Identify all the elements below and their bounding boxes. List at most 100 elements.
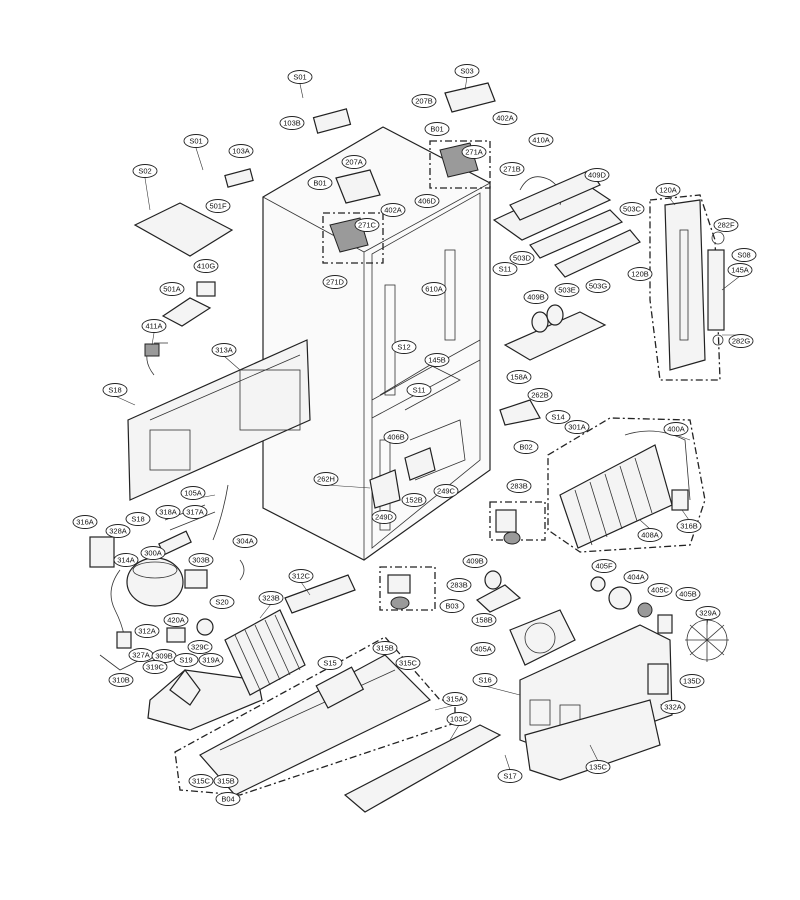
part-label-bubble xyxy=(728,334,754,348)
part-label-text: 135D xyxy=(683,677,702,686)
part-label-bubble xyxy=(182,505,208,519)
part-label-text: 410A xyxy=(532,136,550,145)
part-label: B02 xyxy=(513,440,539,454)
part-label: 262B xyxy=(527,388,553,402)
part-label: 120A xyxy=(655,183,681,197)
part-label-bubble xyxy=(564,420,590,434)
part-label: S02 xyxy=(132,164,158,178)
part-label: 410G xyxy=(193,259,219,273)
part-label-bubble xyxy=(322,275,348,289)
part-label-bubble xyxy=(211,343,237,357)
part-label-text: 406D xyxy=(418,197,437,206)
part-label: 283B xyxy=(446,578,472,592)
part-label: 103B xyxy=(279,116,305,130)
condenser-coil xyxy=(224,574,356,696)
part-label-bubble xyxy=(406,383,432,397)
part-label-text: 503C xyxy=(623,205,642,214)
part-label-text: 310B xyxy=(112,676,130,685)
part-label-bubble xyxy=(372,641,398,655)
part-label-bubble xyxy=(102,383,128,397)
part-label-text: 271C xyxy=(358,221,377,230)
part-label: 135C xyxy=(585,760,611,774)
part-label: 105A xyxy=(180,486,206,500)
part-label: 207A xyxy=(341,155,367,169)
part-label: 400A xyxy=(663,422,689,436)
part-label-bubble xyxy=(499,162,525,176)
part-label: 318A xyxy=(155,505,181,519)
part-label-bubble xyxy=(454,64,480,78)
part-label: 158A xyxy=(506,370,532,384)
part-label: 315B xyxy=(213,774,239,788)
part-label: 317A xyxy=(182,505,208,519)
part-label-bubble xyxy=(679,674,705,688)
part-label-text: 410G xyxy=(197,262,216,271)
part-label: B03 xyxy=(439,599,465,613)
part-label-text: S08 xyxy=(737,251,750,260)
part-label-bubble xyxy=(492,111,518,125)
part-label: 610A xyxy=(421,282,447,296)
part-label-bubble xyxy=(545,410,571,424)
part-label-bubble xyxy=(492,262,518,276)
part-label-text: 120B xyxy=(631,270,649,279)
part-label-bubble xyxy=(619,202,645,216)
part-label-text: 315B xyxy=(217,777,235,786)
part-label-bubble xyxy=(180,486,206,500)
part-label-text: 328A xyxy=(109,527,127,536)
part-label-bubble xyxy=(183,134,209,148)
part-label: 315A xyxy=(442,692,468,706)
part-label-bubble xyxy=(125,512,151,526)
part-label: 405A xyxy=(470,642,496,656)
part-label-text: 315C xyxy=(192,777,211,786)
part-label-text: S18 xyxy=(108,386,121,395)
part-label-text: 207B xyxy=(415,97,433,106)
part-label: 271D xyxy=(322,275,348,289)
part-label: 301A xyxy=(564,420,590,434)
part-label-text: 329C xyxy=(191,643,210,652)
part-label-text: 501F xyxy=(209,202,227,211)
part-label: 332A xyxy=(660,700,686,714)
part-label-bubble xyxy=(585,760,611,774)
part-label: 409B xyxy=(523,290,549,304)
air-duct-assembly xyxy=(649,194,725,381)
part-label-bubble xyxy=(279,116,305,130)
part-label-bubble xyxy=(513,440,539,454)
part-label-text: 503D xyxy=(513,254,532,263)
part-label-bubble xyxy=(380,203,406,217)
part-label-bubble xyxy=(675,587,701,601)
part-label: 406D xyxy=(414,194,440,208)
part-label-text: S20 xyxy=(215,598,228,607)
part-label-bubble xyxy=(655,183,681,197)
part-label: 103A xyxy=(228,144,254,158)
part-label: S11 xyxy=(406,383,432,397)
part-label-text: S16 xyxy=(478,676,491,685)
part-label-text: 271B xyxy=(503,165,521,174)
part-label-text: B04 xyxy=(221,795,234,804)
part-label: S01 xyxy=(287,70,313,84)
base-plate xyxy=(174,636,502,813)
part-label: 404A xyxy=(623,570,649,584)
part-label-text: S17 xyxy=(503,772,516,781)
part-label-bubble xyxy=(442,692,468,706)
part-label-text: 405C xyxy=(651,586,670,595)
part-label-text: 402A xyxy=(496,114,514,123)
part-label-text: S03 xyxy=(460,67,473,76)
part-label-text: 405F xyxy=(595,562,613,571)
part-label-bubble xyxy=(470,642,496,656)
part-label-text: 315C xyxy=(399,659,418,668)
part-label-text: 409D xyxy=(588,171,607,180)
cabinet xyxy=(262,126,491,561)
part-label-bubble xyxy=(134,624,160,638)
part-label: 402A xyxy=(380,203,406,217)
part-label-text: 103A xyxy=(232,147,250,156)
part-label-bubble xyxy=(506,479,532,493)
part-label: S19 xyxy=(173,653,199,667)
part-label-bubble xyxy=(695,606,721,620)
part-label-text: 158B xyxy=(475,616,493,625)
part-label-bubble xyxy=(660,700,686,714)
part-label-text: S01 xyxy=(189,137,202,146)
part-label-bubble xyxy=(663,422,689,436)
part-label: 319C xyxy=(142,660,168,674)
part-label-bubble xyxy=(527,388,553,402)
